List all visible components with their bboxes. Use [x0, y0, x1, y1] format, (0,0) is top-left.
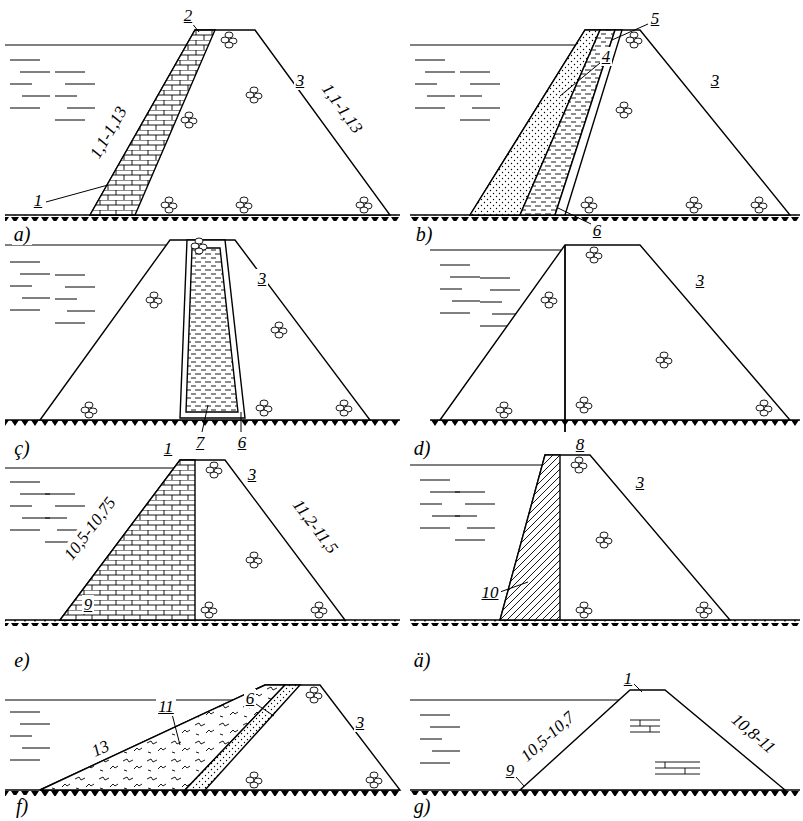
callout-number: 1 [162, 439, 175, 458]
panel-letter: g) [412, 795, 433, 817]
panel-letter: b) [414, 223, 435, 245]
callout-number: 3 [634, 473, 647, 492]
callout-number: 1 [32, 191, 45, 210]
callout-number: 11 [156, 697, 176, 716]
callout-number: 3 [256, 269, 269, 288]
callout-number: 4 [600, 47, 613, 66]
panel-letter: ä) [412, 649, 433, 671]
callout-number: 3 [294, 71, 307, 90]
callout-number: 3 [354, 713, 367, 732]
callout-number: 6 [244, 689, 257, 708]
callout-number: 3 [709, 71, 722, 90]
panel-letter: f) [14, 795, 30, 817]
callout-number: 3 [246, 465, 259, 484]
callout-number: 9 [82, 595, 95, 614]
callout-number: 8 [574, 435, 587, 454]
callout-number: 3 [694, 271, 707, 290]
slope-ratio: 11,2-11,5 [287, 494, 342, 559]
callout-number: 10 [480, 583, 501, 602]
callout-number: 1 [622, 669, 635, 688]
callout-number: 5 [649, 9, 662, 28]
callout-number: 9 [504, 761, 517, 780]
panel-letter: a) [12, 223, 33, 245]
panel-letter: e) [12, 649, 32, 671]
panel-letter: ç) [12, 437, 32, 459]
callout-number: 6 [591, 221, 604, 240]
callout-number: 7 [194, 433, 207, 452]
callout-number: 2 [182, 6, 195, 25]
callout-number: 6 [236, 433, 249, 452]
panel-letter: d) [412, 437, 433, 459]
